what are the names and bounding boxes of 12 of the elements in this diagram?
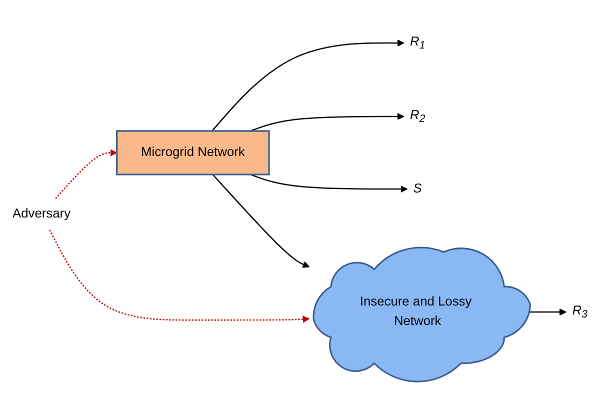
node-text: R$_{2}$	[410, 108, 426, 125]
node-text: S	[413, 182, 422, 196]
arrow	[212, 174, 310, 268]
arrow	[212, 39, 404, 132]
arrow	[250, 174, 408, 193]
node-box: Microgrid Network	[116, 130, 270, 176]
arrow	[250, 112, 404, 132]
node-text: R$_{3}$	[572, 304, 588, 320]
node-text: R$_{1}$	[410, 34, 426, 52]
arrow	[55, 149, 118, 199]
arrow	[49, 230, 310, 323]
node-text: Adversary	[12, 206, 71, 221]
